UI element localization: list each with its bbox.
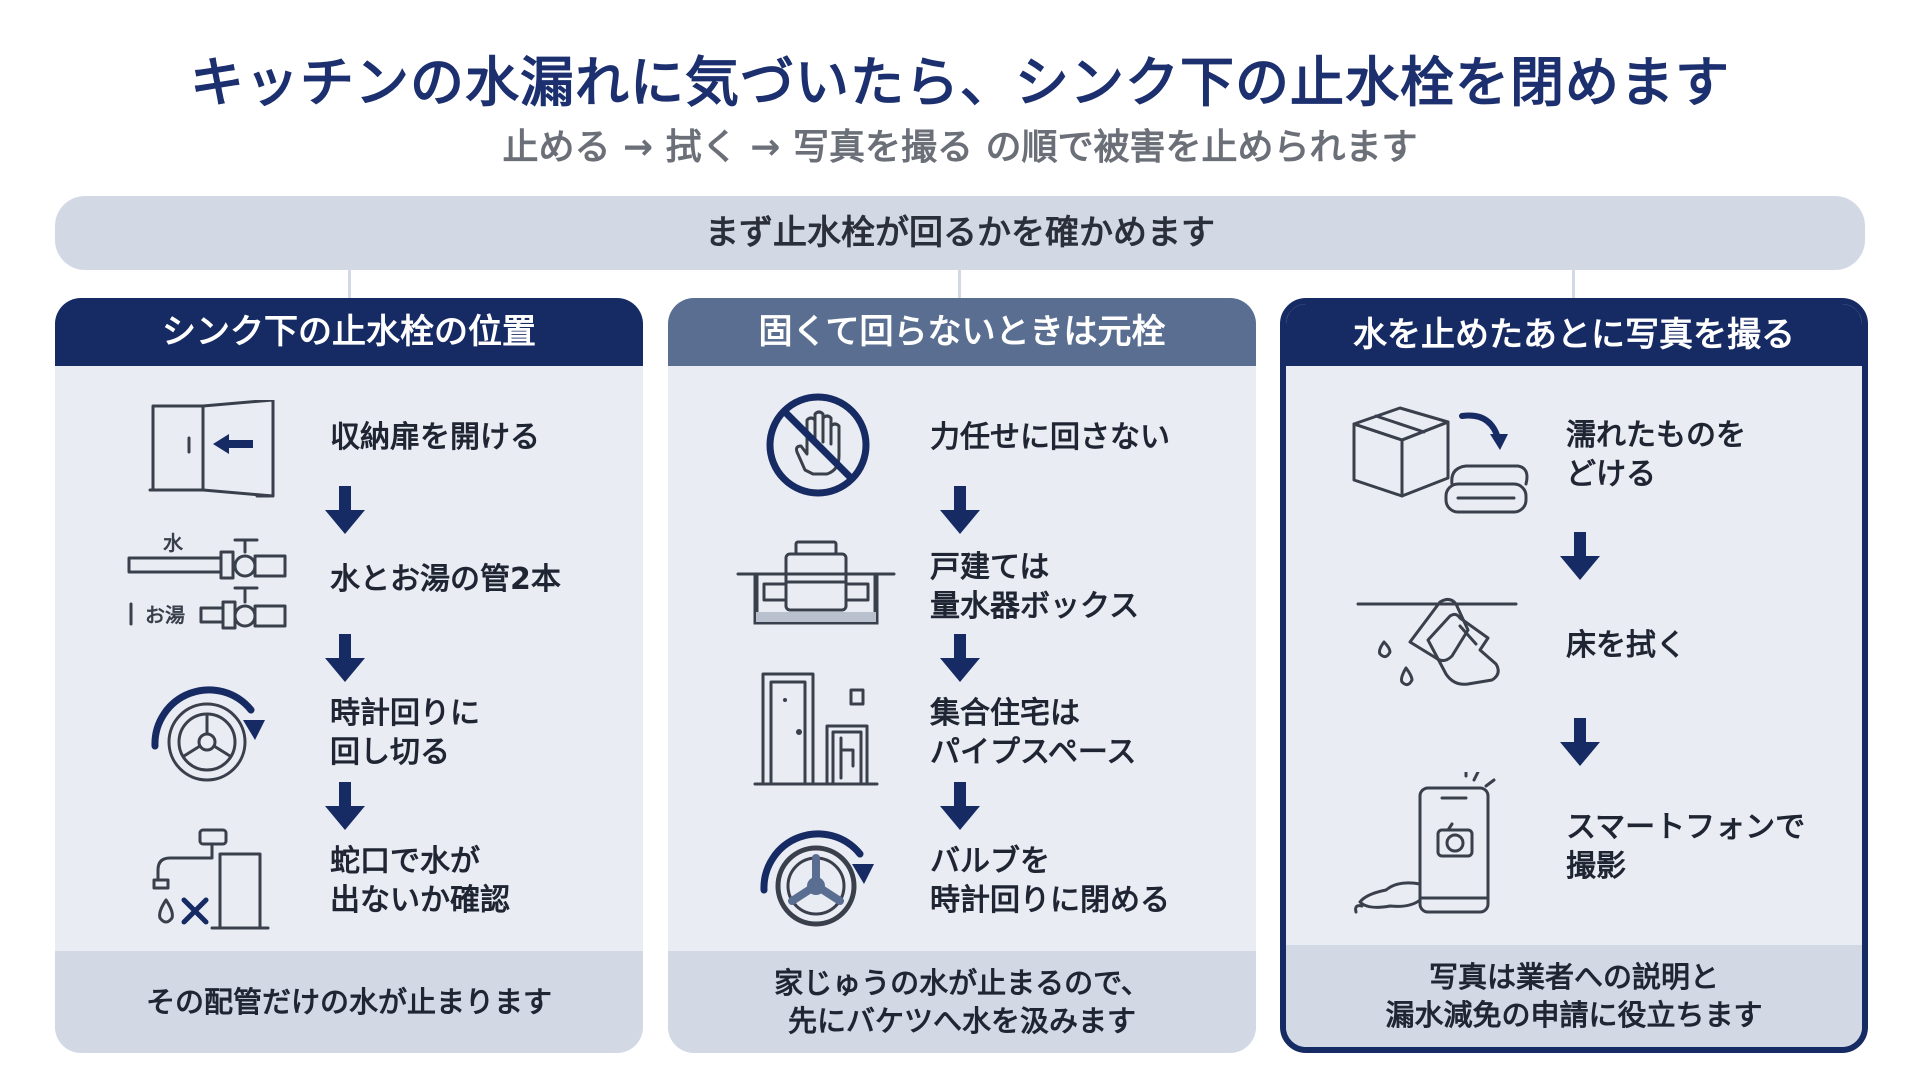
arrow-down-icon — [940, 782, 980, 830]
footer-text: 写真は業者への説明と 漏水減免の申請に役立ちます — [1385, 960, 1763, 1032]
pipe-label-water: 水 — [163, 531, 184, 555]
banner-connector — [348, 270, 351, 300]
column-sink-valve: シンク下の止水栓の位置 収納扉を開ける 水 お湯 水とお湯の管2本 — [55, 298, 643, 1053]
column-take-photos: 水を止めたあとに写真を撮る 濡れたものを どける 床を拭く スマートフ — [1280, 298, 1868, 1053]
smartphone-camera-icon — [1354, 772, 1496, 914]
column-footer: 写真は業者への説明と 漏水減免の申請に役立ちます — [1286, 945, 1862, 1047]
arrow-down-icon — [940, 634, 980, 682]
column-main-valve: 固くて回らないときは元栓 力任せに回さない 戸建ては 量水器ボックス 集合住宅は… — [668, 298, 1256, 1053]
page-subtitle: 止める → 拭く → 写真を撮る の順で被害を止められます — [502, 127, 1418, 168]
step-text: 時計回りに 回し切る — [330, 696, 480, 770]
banner-connector — [1572, 270, 1575, 300]
no-force-hand-icon — [766, 393, 870, 497]
step-text: 集合住宅は パイプスペース — [930, 696, 1137, 770]
column-footer: 家じゅうの水が止まるので、 先にバケツへ水を汲みます — [668, 951, 1256, 1053]
top-banner: まず止水栓が回るかを確かめます — [55, 196, 1865, 270]
footer-text: 家じゅうの水が止まるので、 先にバケツへ水を汲みます — [774, 966, 1150, 1038]
arrow-down-icon — [1560, 532, 1600, 580]
pipe-space-door-icon — [753, 672, 879, 786]
footer-text: その配管だけの水が止まります — [145, 985, 552, 1019]
arrow-down-icon — [940, 486, 980, 534]
step-text: バルブを 時計回りに閉める — [930, 844, 1170, 918]
step-text: 水とお湯の管2本 — [330, 562, 561, 597]
step-text: 収納扉を開ける — [330, 420, 540, 455]
step-text: 床を拭く — [1566, 628, 1686, 663]
page-title: キッチンの水漏れに気づいたら、シンク下の止水栓を閉めます — [190, 51, 1730, 114]
arrow-down-icon — [325, 782, 365, 830]
column-header: 水を止めたあとに写真を撮る — [1286, 304, 1862, 366]
cabinet-door-icon — [148, 400, 275, 498]
pipe-label-hot: お湯 — [145, 603, 185, 627]
arrow-down-icon — [325, 486, 365, 534]
column-footer: その配管だけの水が止まります — [55, 951, 643, 1053]
wipe-floor-icon — [1356, 597, 1518, 687]
valve-clockwise-icon — [760, 830, 874, 927]
step-text: 力任せに回さない — [930, 420, 1170, 455]
two-pipes-valve-icon: 水 お湯 — [127, 531, 287, 630]
banner-connector — [958, 270, 961, 300]
box-towel-move-icon — [1352, 406, 1529, 514]
valve-clockwise-icon — [151, 686, 265, 782]
step-text: 濡れたものを どける — [1566, 418, 1746, 492]
column-header: 固くて回らないときは元栓 — [668, 298, 1256, 366]
arrow-down-icon — [325, 634, 365, 682]
step-text: 戸建ては 量水器ボックス — [930, 550, 1140, 624]
column-header: シンク下の止水栓の位置 — [55, 298, 643, 366]
water-meter-box-icon — [736, 540, 896, 625]
faucet-no-water-icon — [152, 828, 270, 930]
step-text: 蛇口で水が 出ないか確認 — [330, 844, 510, 918]
step-text: スマートフォンで 撮影 — [1566, 810, 1806, 884]
arrow-down-icon — [1560, 718, 1600, 766]
